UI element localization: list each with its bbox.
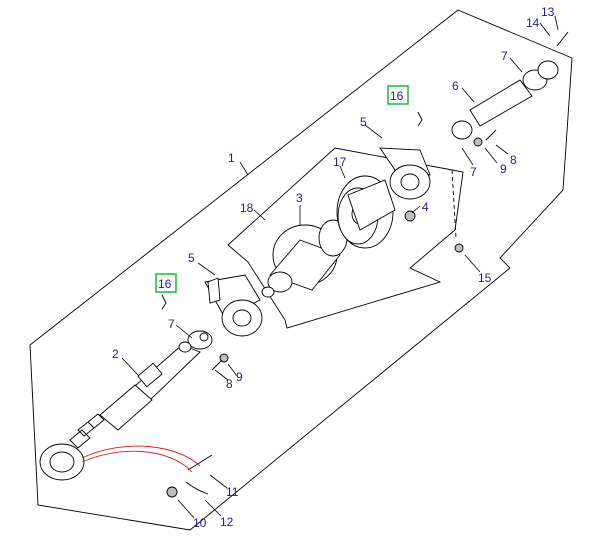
highlight-box-16-upper [387, 85, 409, 105]
callout-13: 13 [541, 5, 555, 19]
callout-labels: 1 2 3 4 5 5 6 7 7 7 8 8 9 9 10 11 12 13 … [112, 5, 555, 530]
leader-lines [121, 15, 559, 519]
harness-lines [81, 445, 201, 473]
callout-10: 10 [193, 516, 207, 530]
callout-9-upper: 9 [500, 162, 507, 176]
callout-6: 6 [452, 79, 459, 93]
callout-5-lower: 5 [188, 251, 195, 265]
callout-5-upper: 5 [360, 115, 367, 129]
callout-8-upper: 8 [510, 153, 517, 167]
callout-16-upper: 16 [390, 89, 404, 103]
centre-coupling [261, 219, 348, 298]
callout-12: 12 [220, 515, 234, 529]
torsion-damper [336, 175, 396, 249]
callout-7-top: 7 [501, 49, 508, 63]
bearing-bracket-lower [204, 274, 263, 337]
assembly-outline [29, 9, 573, 531]
callout-16-lower: 16 [158, 277, 172, 291]
bearing-bracket-upper [379, 147, 431, 200]
callout-3: 3 [296, 191, 303, 205]
callout-7-mid: 7 [470, 165, 477, 179]
routing-line [451, 169, 457, 239]
callout-17: 17 [333, 155, 347, 169]
callout-4: 4 [422, 200, 429, 214]
callout-15: 15 [478, 271, 492, 285]
callout-1: 1 [228, 151, 235, 165]
callout-8-lower: 8 [226, 377, 233, 391]
callout-18: 18 [240, 201, 254, 215]
callout-9-lower: 9 [236, 370, 243, 384]
callout-2: 2 [112, 347, 119, 361]
rear-propshaft [39, 344, 201, 481]
universal-joint-front [178, 330, 213, 353]
front-propshaft [451, 60, 559, 140]
callout-14: 14 [526, 16, 540, 30]
fasteners [161, 31, 569, 498]
callout-11: 11 [226, 485, 239, 499]
callout-7-lower: 7 [168, 317, 175, 331]
highlight-box-16-lower [155, 273, 177, 293]
